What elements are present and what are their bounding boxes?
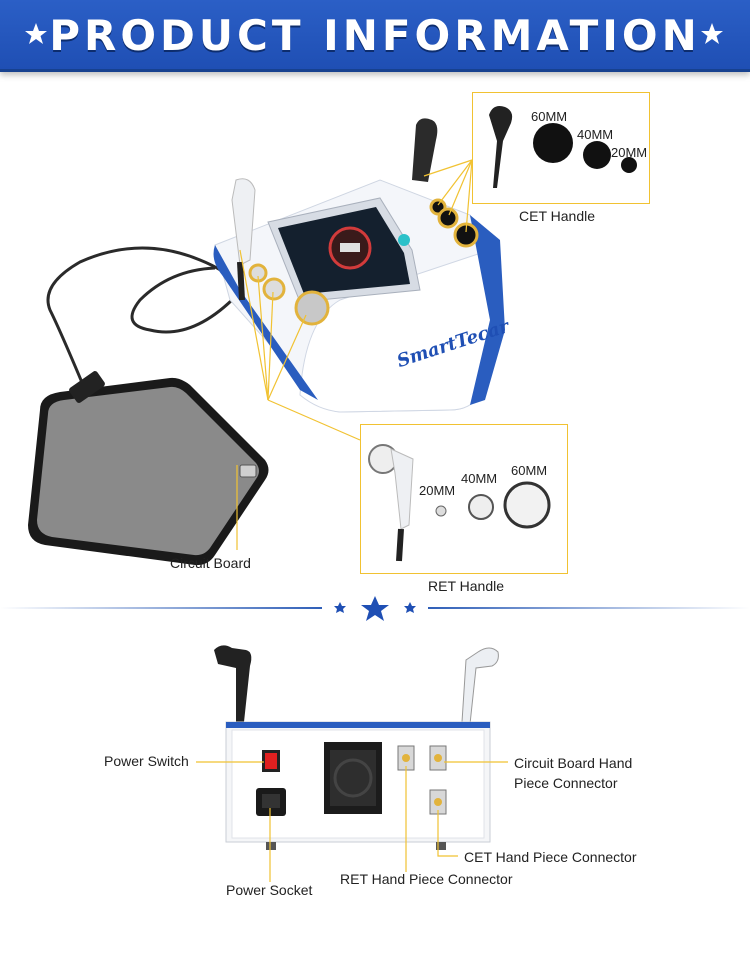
cet-handle-caption: CET Handle [519, 208, 596, 224]
ret-size-20: 20MM [419, 483, 456, 498]
circuit-board-connector-label-line2: Piece Connector [514, 775, 618, 791]
page-title: PRODUCT INFORMATION [49, 11, 701, 60]
product-illustration-top: SmartTecar [28, 118, 513, 566]
cet-connector-label: CET Hand Piece Connector [464, 849, 637, 865]
cet-size-60: 60MM [531, 109, 568, 124]
circuit-board-label: Circuit Board [170, 555, 251, 571]
cet-handle-callout: 60MM 40MM 20MM [472, 92, 650, 204]
ret-connector-label: RET Hand Piece Connector [340, 871, 513, 887]
circuit-board-connector-label-line1: Circuit Board Hand [514, 755, 633, 771]
cet-size-20: 20MM [611, 145, 648, 160]
ret-size-60: 60MM [511, 463, 548, 478]
header-banner: PRODUCT INFORMATION [0, 0, 750, 72]
star-icon [701, 23, 723, 44]
ret-handle-caption: RET Handle [428, 578, 505, 594]
ret-size-40: 40MM [461, 471, 498, 486]
ret-handle-callout: 20MM 40MM 60MM [360, 424, 568, 574]
ret-handle-image [368, 444, 551, 562]
circuit-board-pad [28, 377, 269, 566]
star-icon [25, 23, 47, 44]
cet-handle-image [489, 106, 637, 188]
device-body [213, 118, 505, 413]
cet-size-40: 40MM [577, 127, 614, 142]
power-switch-label: Power Switch [104, 753, 189, 769]
power-socket-label: Power Socket [226, 882, 313, 898]
